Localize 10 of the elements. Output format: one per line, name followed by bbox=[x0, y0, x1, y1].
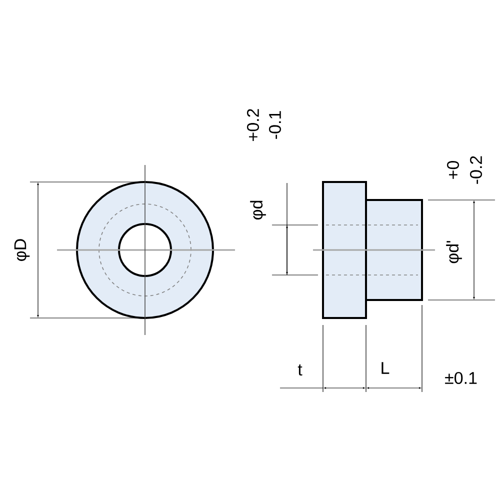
dimension-label: φd bbox=[250, 200, 266, 220]
dimension-label: -0.2 bbox=[470, 156, 482, 184]
dimension-label: φd' bbox=[446, 241, 462, 264]
dimension-label: L bbox=[382, 362, 390, 374]
dimension-label: +0 bbox=[447, 160, 460, 179]
dimension-label: ±0.1 bbox=[445, 372, 477, 384]
dimension-label: -0.1 bbox=[268, 111, 282, 139]
dimension-label: φD bbox=[14, 239, 30, 261]
dimension-label: t bbox=[298, 364, 302, 376]
dimension-label: +0.2 bbox=[246, 109, 260, 141]
